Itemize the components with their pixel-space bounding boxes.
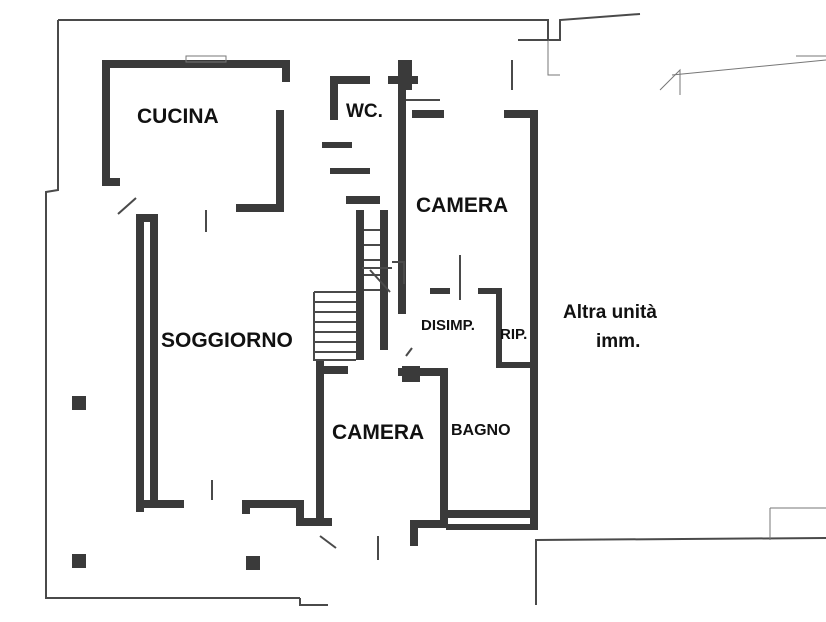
room-label-camera-bottom: CAMERA [332, 421, 425, 444]
columns [72, 396, 260, 570]
kitchen-walls [102, 55, 290, 212]
room-label-soggiorno: SOGGIORNO [161, 329, 293, 352]
room-label-disimp: DISIMP. [421, 317, 475, 334]
room-label-bagno: BAGNO [451, 422, 511, 439]
room-label-cucina: CUCINA [137, 105, 219, 128]
bedroom-bottom-walls [318, 347, 534, 560]
area-label-imm: imm. [596, 331, 641, 352]
outer-boundary [45, 13, 826, 606]
staircase [313, 210, 405, 361]
bedroom-top-walls [398, 39, 548, 530]
living-walls [117, 197, 332, 526]
room-label-rip: RIP. [500, 326, 528, 343]
wc-walls [322, 76, 444, 204]
room-label-wc: WC. [346, 101, 383, 122]
room-label-camera-top: CAMERA [416, 194, 509, 217]
area-label-altra-unita: Altra unità [563, 302, 657, 323]
